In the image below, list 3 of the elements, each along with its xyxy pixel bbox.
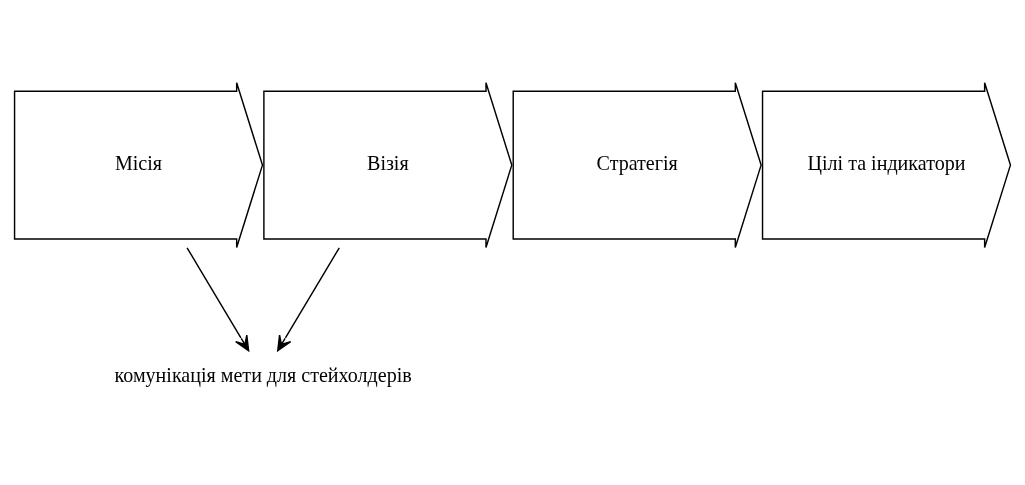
arrow (277, 247, 340, 352)
node-text: комунікація мети для стейхолдерів (114, 363, 412, 386)
arrow (186, 247, 250, 352)
